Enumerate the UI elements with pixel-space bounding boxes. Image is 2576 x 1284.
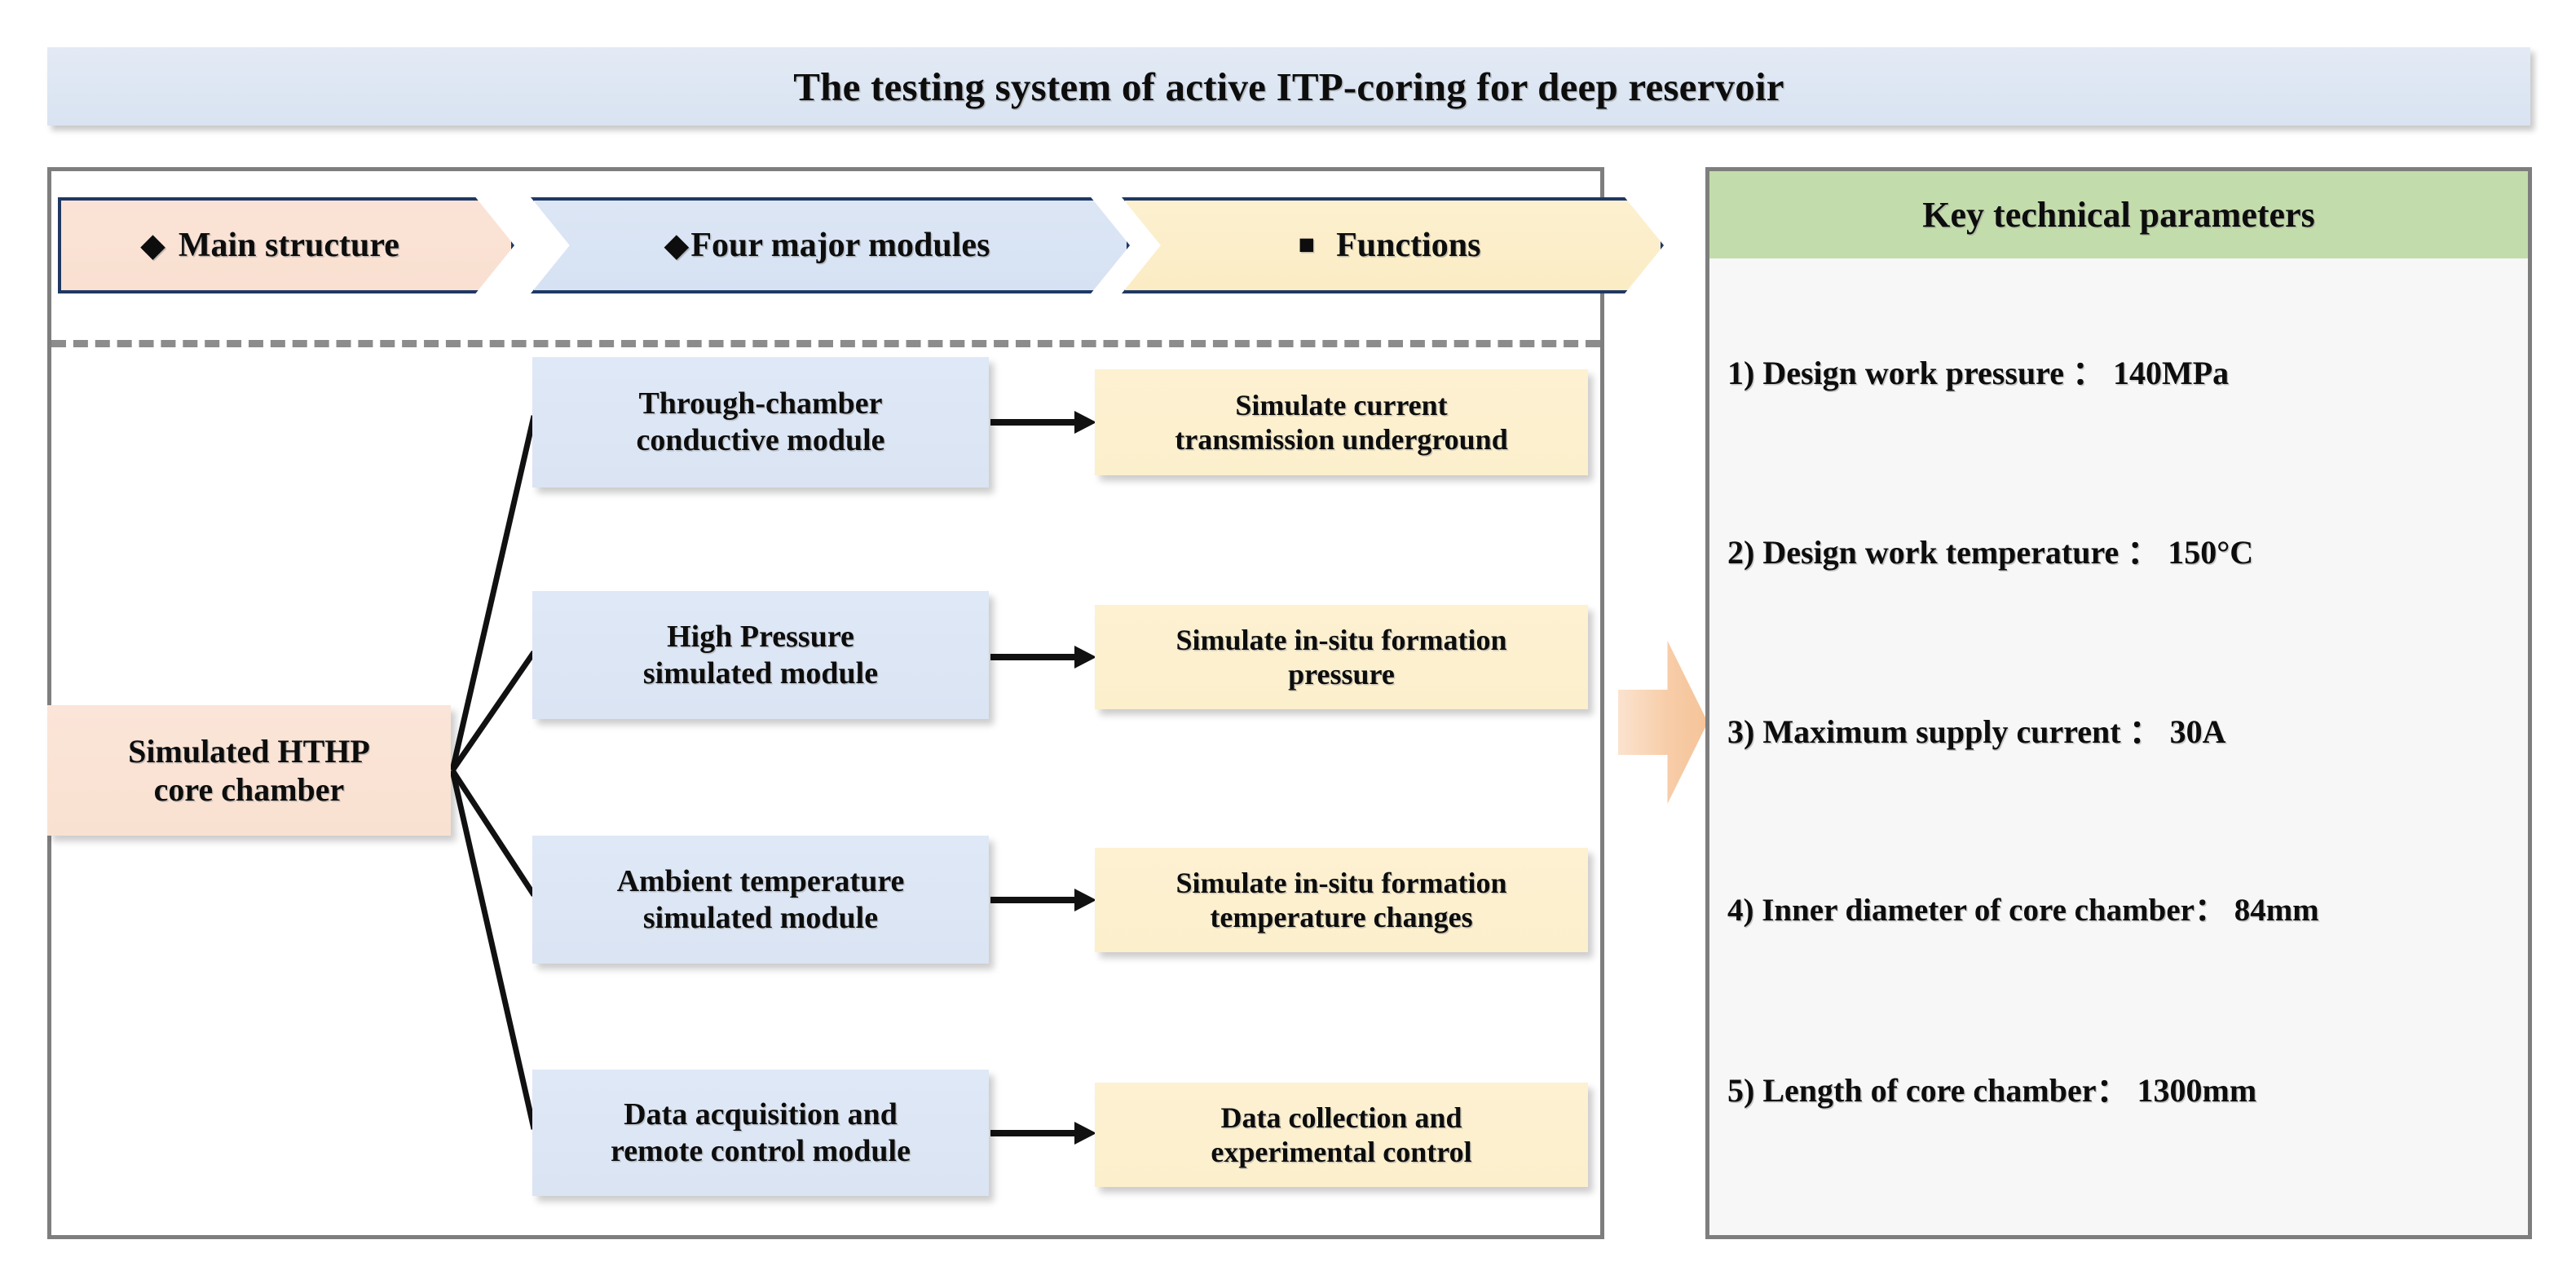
module-box-3-label: Ambient temperature simulated module: [609, 863, 913, 937]
function-box-data-collection-experimental-control[interactable]: Data collection and experimental control: [1095, 1083, 1588, 1187]
module-box-3-line2: simulated module: [642, 900, 879, 935]
function-box-1-label: Simulate current transmission undergroun…: [1167, 388, 1515, 457]
function-box-4-label: Data collection and experimental control: [1202, 1101, 1480, 1170]
page-title-banner: The testing system of active ITP-coring …: [47, 47, 2530, 126]
right-block-arrow-icon: [1618, 641, 1708, 804]
function-box-simulate-formation-pressure[interactable]: Simulate in-situ formation pressure: [1095, 605, 1588, 709]
module-box-4-label: Data acquisition and remote control modu…: [602, 1096, 919, 1170]
function-box-2-line2: pressure: [1288, 658, 1395, 691]
function-box-simulate-formation-temperature[interactable]: Simulate in-situ formation temperature c…: [1095, 848, 1588, 952]
root-node-line2: core chamber: [153, 771, 345, 808]
function-box-1-line1: Simulate current: [1235, 388, 1448, 421]
root-node-label: Simulated HTHP core chamber: [120, 732, 378, 809]
function-box-4-line2: experimental control: [1211, 1136, 1472, 1168]
function-box-2-line1: Simulate in-situ formation: [1176, 623, 1507, 656]
param-item-3: 3) Maximum supply current ： 30A: [1727, 713, 2226, 750]
page-title: The testing system of active ITP-coring …: [793, 64, 1784, 109]
chevron-functions-label: Functions: [1336, 227, 1481, 264]
root-node-line1: Simulated HTHP: [128, 732, 370, 770]
module-box-through-chamber-conductive[interactable]: Through-chamber conductive module: [532, 357, 989, 488]
module-box-1-line2: conductive module: [636, 423, 885, 457]
chevron-main-structure-label: Main structure: [178, 227, 399, 264]
module-box-ambient-temperature-simulated[interactable]: Ambient temperature simulated module: [532, 836, 989, 964]
module-box-3-line1: Ambient temperature: [616, 863, 905, 898]
module-box-high-pressure-simulated[interactable]: High Pressure simulated module: [532, 591, 989, 719]
function-box-4-line1: Data collection and: [1220, 1101, 1462, 1134]
square-bullet-icon: ■: [1298, 230, 1316, 260]
params-header: Key technical parameters: [1709, 171, 2528, 258]
diamond-bullet-icon: ◆: [664, 227, 690, 263]
right-panel-key-technical-parameters: Key technical parameters 1) Design work …: [1705, 167, 2532, 1239]
module-box-2-line1: High Pressure: [667, 619, 854, 654]
function-box-2-label: Simulate in-situ formation pressure: [1167, 623, 1515, 692]
module-box-4-line1: Data acquisition and: [624, 1096, 898, 1132]
left-panel: ◆ Main structure ◆ Four major modules ■ …: [47, 167, 1664, 1239]
params-list: 1) Design work pressure ： 140MPa 2) Desi…: [1709, 258, 2528, 1235]
params-header-label: Key technical parameters: [1922, 195, 2315, 235]
param-item-5: 5) Length of core chamber： 1300mm: [1727, 1072, 2257, 1109]
chevron-functions[interactable]: ■ Functions: [1122, 197, 1664, 293]
chevron-four-major-modules[interactable]: ◆ Four major modules: [531, 197, 1130, 293]
chevron-four-major-modules-label: Four major modules: [690, 227, 990, 264]
module-box-1-line1: Through-chamber: [638, 386, 883, 421]
param-item-4: 4) Inner diameter of core chamber： 84mm: [1727, 893, 2319, 928]
param-item-2: 2) Design work temperature ： 150°C: [1727, 534, 2254, 571]
function-box-3-label: Simulate in-situ formation temperature c…: [1167, 866, 1515, 935]
param-item-1: 1) Design work pressure ： 140MPa: [1727, 355, 2230, 391]
chevron-main-structure[interactable]: ◆ Main structure: [58, 197, 514, 293]
root-node-simulated-hthp-core-chamber[interactable]: Simulated HTHP core chamber: [47, 705, 451, 836]
function-box-3-line1: Simulate in-situ formation: [1176, 866, 1507, 899]
module-box-1-label: Through-chamber conductive module: [628, 386, 893, 459]
function-box-3-line2: temperature changes: [1210, 901, 1473, 933]
module-box-2-line2: simulated module: [642, 655, 879, 691]
function-box-simulate-current-transmission[interactable]: Simulate current transmission undergroun…: [1095, 369, 1588, 475]
function-box-1-line2: transmission underground: [1175, 423, 1508, 456]
diamond-bullet-icon: ◆: [140, 227, 165, 263]
module-box-2-label: High Pressure simulated module: [635, 619, 886, 692]
dashed-divider: [51, 340, 1600, 347]
module-box-4-line2: remote control module: [611, 1133, 911, 1168]
module-box-data-acquisition-remote-control[interactable]: Data acquisition and remote control modu…: [532, 1070, 989, 1196]
